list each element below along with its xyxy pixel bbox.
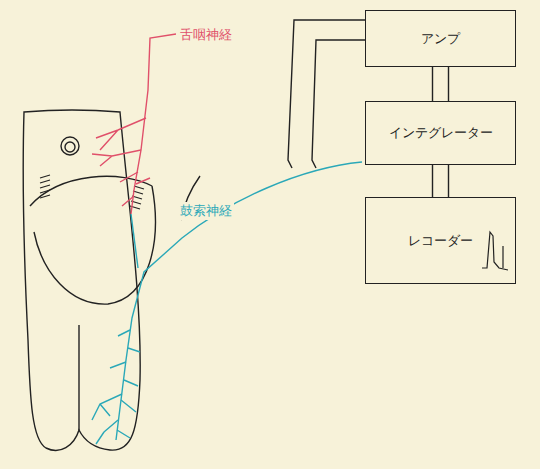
- recorder-trace: [482, 232, 508, 270]
- nerve-label: 鼓索神経: [178, 202, 234, 220]
- electrode: [288, 20, 365, 168]
- tongue-outline: [23, 110, 140, 450]
- box-label: アンプ: [421, 30, 460, 48]
- tongue-circle: [61, 137, 79, 155]
- tongue-region: [34, 186, 155, 304]
- box-label: レコーダー: [408, 232, 473, 250]
- glossopharyngeal-nerve: [92, 34, 176, 214]
- box-label: インテグレーター: [389, 124, 493, 142]
- process-box: インテグレーター: [365, 101, 516, 165]
- cable-connector: [433, 165, 449, 197]
- chorda-tympani-nerve: [92, 162, 362, 444]
- electrode: [312, 40, 365, 168]
- hatch-marks: [40, 175, 144, 209]
- process-box: レコーダー: [365, 197, 516, 284]
- tongue-groove: [78, 325, 79, 430]
- cable-connector: [433, 67, 449, 101]
- process-box: アンプ: [365, 10, 516, 67]
- tongue-circle-inner: [65, 142, 75, 152]
- nerve-label: 舌咽神経: [178, 26, 234, 44]
